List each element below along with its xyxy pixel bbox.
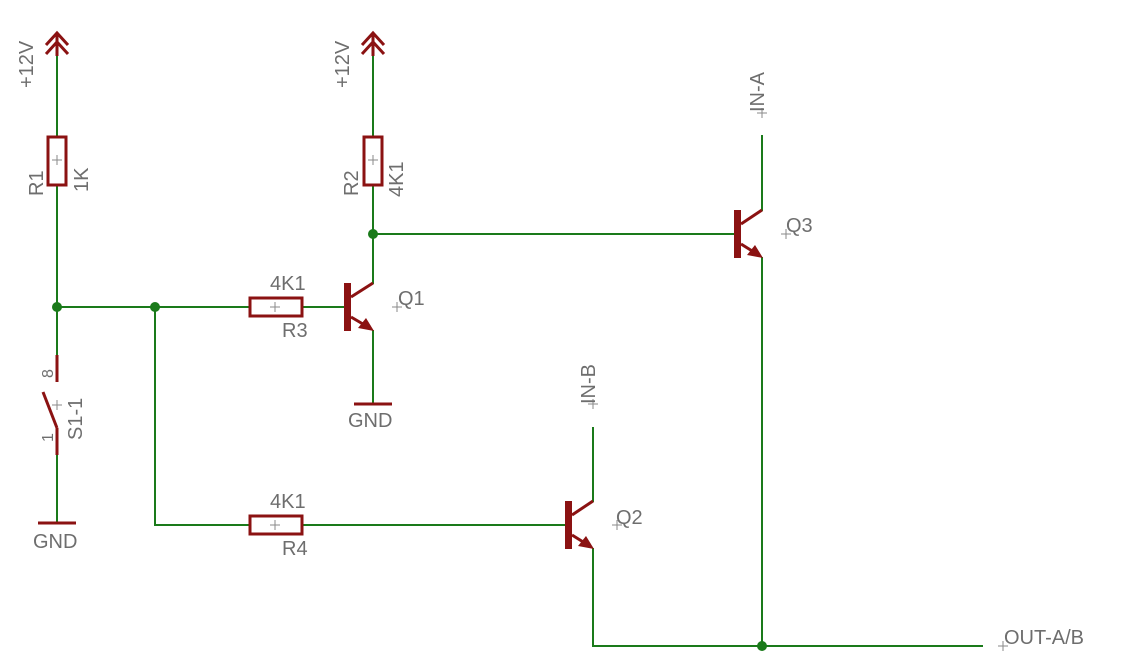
transistor-collector: [571, 499, 594, 517]
resistor-r4: 4K1 R4: [248, 491, 308, 560]
emitter-arrow-icon: [747, 245, 763, 258]
resistor-name: R2: [341, 170, 363, 196]
ground-2: GND: [348, 402, 392, 432]
emitter-arrow-icon: [578, 536, 594, 549]
switch-pin-8: 8: [40, 369, 57, 378]
net-label-out: OUT-A/B: [998, 627, 1084, 651]
wires: [56, 54, 983, 647]
junction-node-left: [52, 302, 62, 312]
resistor-value: 4K1: [270, 273, 306, 295]
junctions: [52, 229, 767, 651]
transistor-base-bar: [565, 501, 572, 549]
transistor-name: Q1: [398, 288, 425, 310]
transistor-q3: Q3: [734, 208, 813, 258]
resistor-r3: 4K1 R3: [248, 273, 308, 342]
resistor-name: R3: [282, 320, 308, 342]
ground-1: GND: [33, 521, 77, 553]
ground-label: GND: [33, 531, 77, 553]
resistor-name: R1: [26, 170, 48, 196]
resistor-body: [248, 514, 304, 536]
resistor-value: 1K: [71, 167, 93, 192]
net-label: IN-A: [747, 71, 769, 112]
transistor-collector: [350, 281, 374, 299]
resistor-name: R4: [282, 538, 308, 560]
supply-label: +12V: [332, 40, 354, 88]
switch-s1: 8 1 S1-1: [40, 355, 87, 455]
switch-pin-1: 1: [40, 433, 57, 442]
resistor-body: [46, 135, 68, 187]
junction-output: [757, 641, 767, 651]
net-label: IN-B: [578, 364, 600, 404]
transistor-collector: [740, 208, 763, 226]
supply-vcc2: +12V: [332, 30, 386, 88]
transistor-name: Q3: [786, 215, 813, 237]
resistor-body: [362, 135, 384, 187]
resistor-value: 4K1: [270, 491, 306, 513]
supply-vcc1: +12V: [16, 30, 70, 88]
transistor-base-bar: [344, 283, 351, 331]
transistor-base-bar: [734, 210, 741, 258]
junction-r2-node: [368, 229, 378, 239]
net-label-in-a: IN-A: [747, 71, 769, 118]
resistor-body: [248, 296, 304, 318]
transistor-name: Q2: [616, 507, 643, 529]
switch-lever: [41, 391, 59, 429]
transistor-q1: Q1: [344, 281, 425, 331]
resistor-value: 4K1: [386, 161, 408, 197]
resistor-r1: R1 1K: [26, 135, 93, 196]
emitter-arrow-icon: [358, 318, 374, 331]
net-label-in-b: IN-B: [578, 364, 600, 409]
switch-name: S1-1: [65, 398, 87, 440]
junction-node-branch: [150, 302, 160, 312]
net-label: OUT-A/B: [1004, 627, 1084, 649]
ground-label: GND: [348, 410, 392, 432]
supply-label: +12V: [16, 40, 38, 88]
resistor-r2: R2 4K1: [341, 135, 408, 197]
transistor-q2: Q2: [565, 499, 643, 549]
